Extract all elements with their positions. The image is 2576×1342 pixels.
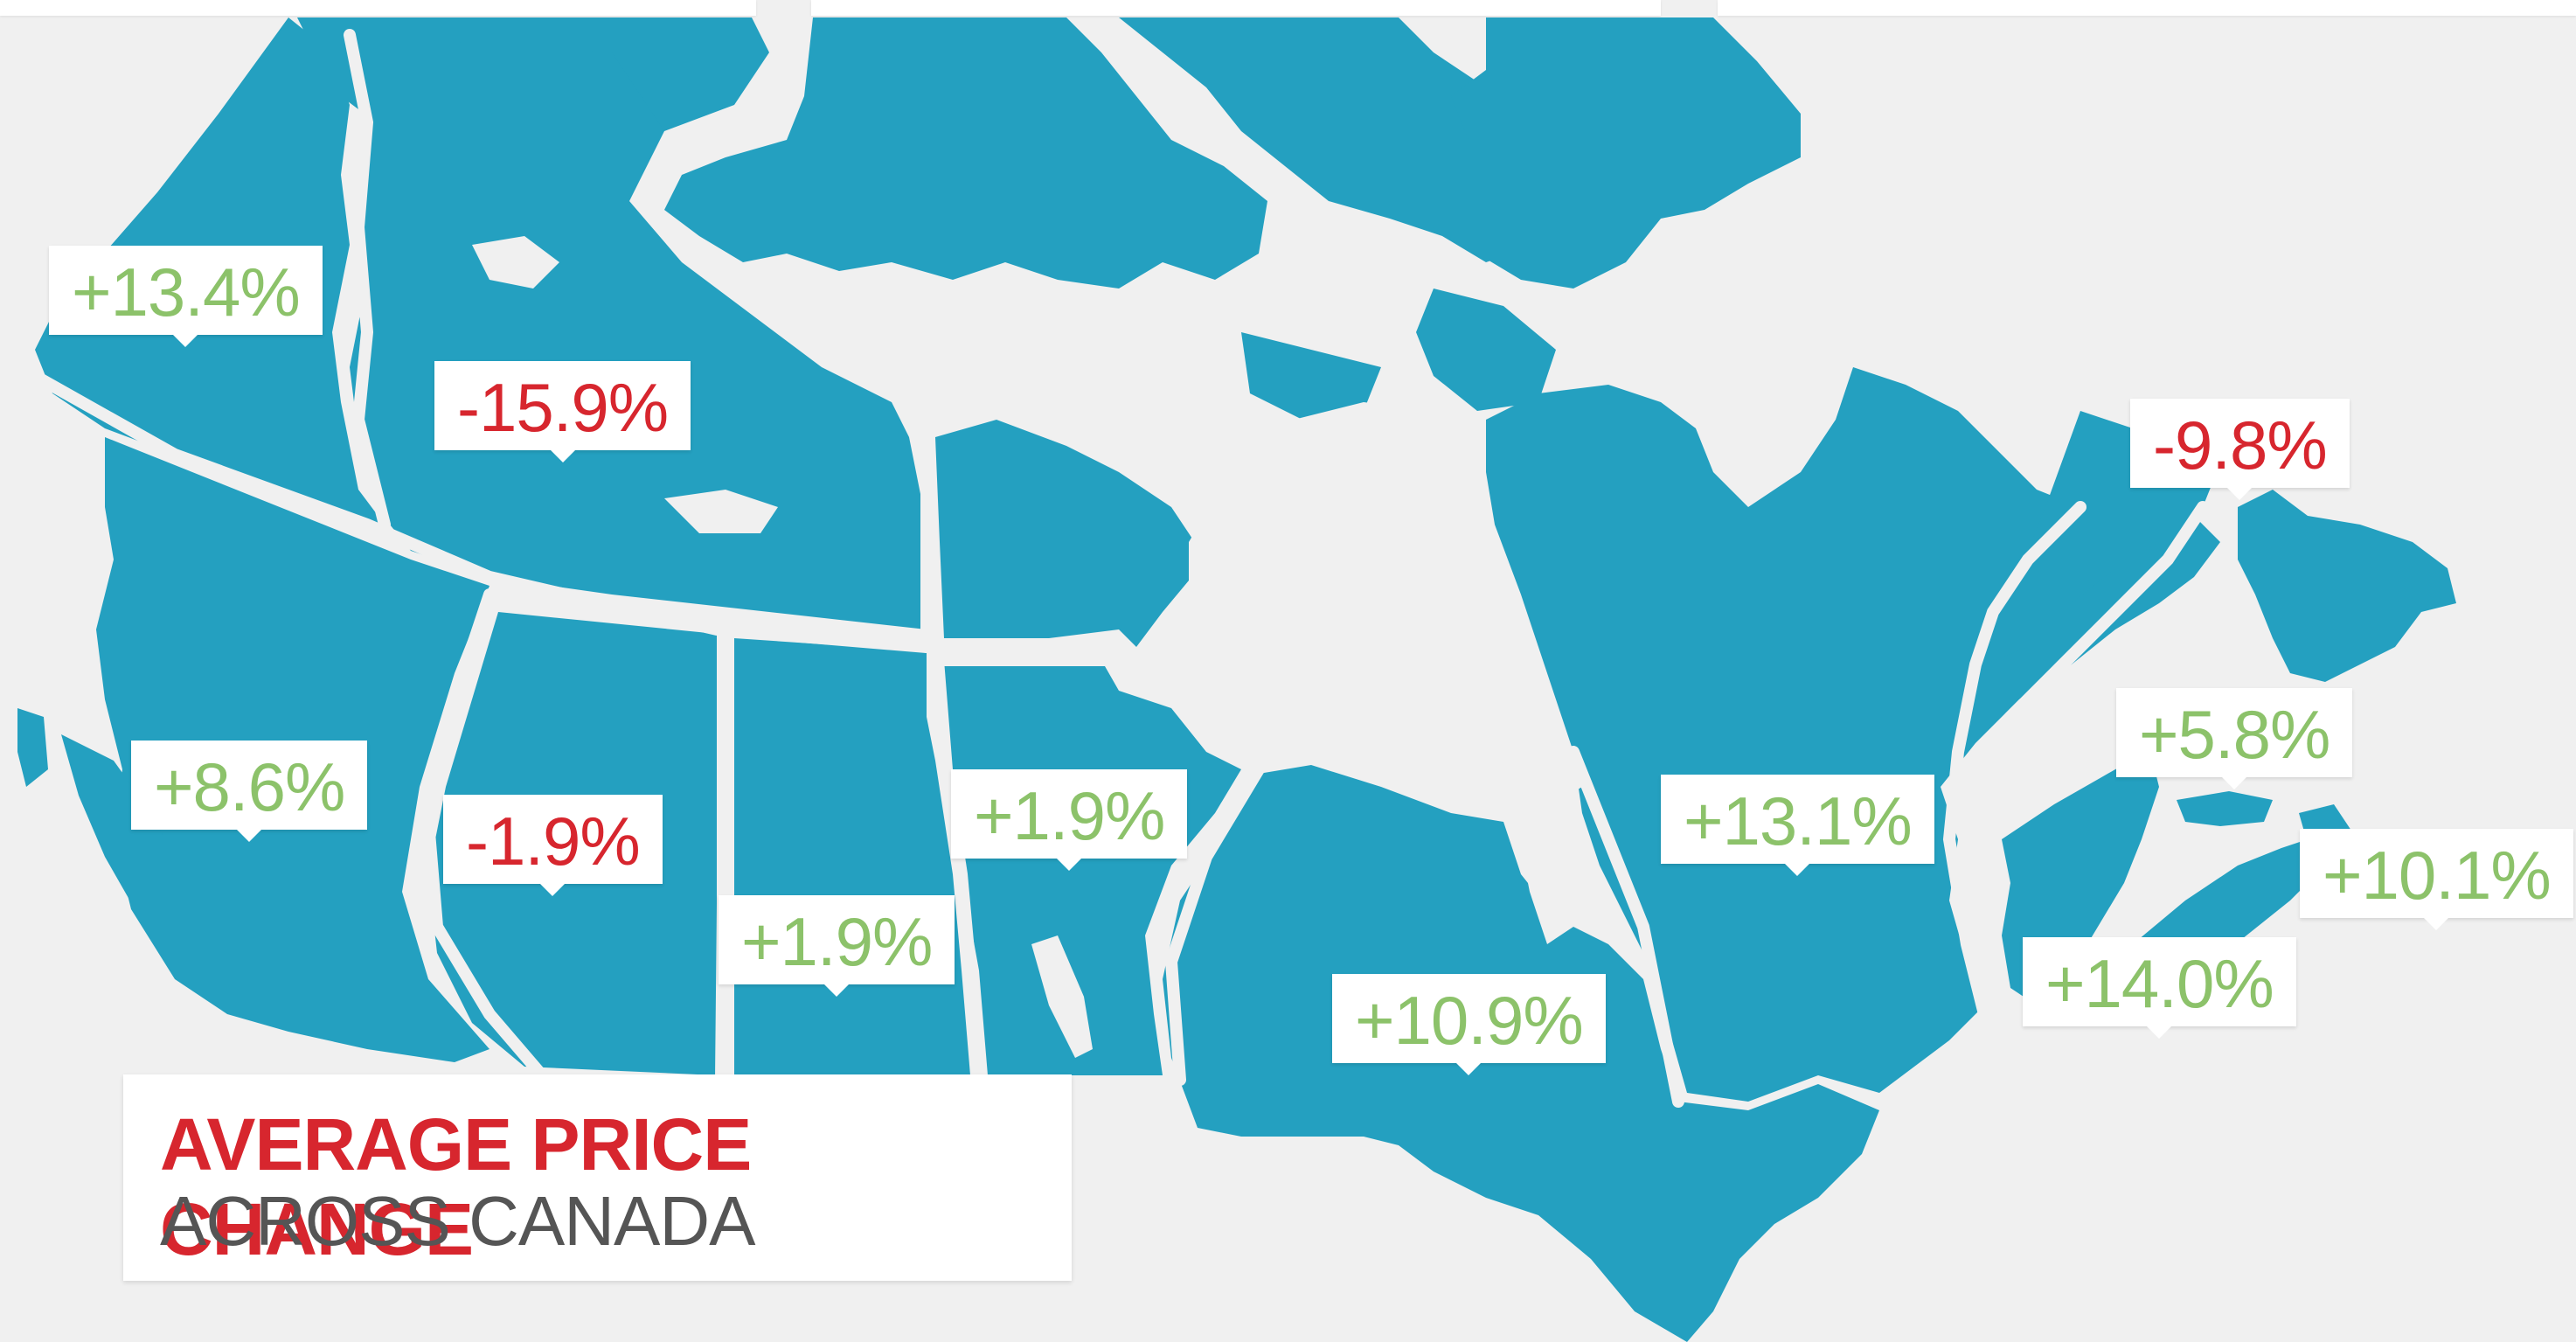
callout-northwest-territories: -15.9% — [434, 361, 691, 462]
map-subtitle: ACROSS CANADA — [160, 1182, 755, 1260]
james-bay — [1512, 804, 1582, 944]
northwest-territories-region — [350, 35, 927, 629]
callout-new-brunswick: +14.0% — [2023, 937, 2296, 1039]
border-line — [344, 29, 391, 531]
hudson-island — [1241, 332, 1381, 420]
top-card-right — [1718, 0, 2576, 16]
callout-ontario: +10.9% — [1332, 974, 1606, 1075]
manitoba-region — [944, 660, 1241, 1075]
prince-edward-island-region — [2177, 791, 2273, 826]
callout-british-columbia: +8.6% — [131, 741, 368, 842]
border-line — [715, 632, 732, 1086]
great-bear-lake — [472, 236, 559, 289]
great-slave-lake — [664, 490, 778, 533]
title-card: AVERAGE PRICE CHANGE ACROSS CANADA — [123, 1074, 1072, 1281]
callout-newfoundland-and-labrador: -9.8% — [2130, 399, 2350, 500]
provincial-borders — [29, 29, 2209, 1108]
callout-alberta: -1.9% — [443, 795, 663, 896]
newfoundland-island — [2238, 490, 2456, 682]
nunavut-mainland — [935, 420, 1206, 647]
top-card-middle — [811, 0, 1661, 16]
callout-saskatchewan: +1.9% — [719, 895, 955, 997]
hudson-bay — [1189, 402, 1582, 813]
callout-nova-scotia: +10.1% — [2300, 829, 2573, 930]
border-line — [1567, 746, 1684, 1108]
baffin-island — [1434, 17, 1801, 289]
border-line — [29, 370, 933, 653]
vancouver-island — [61, 734, 201, 953]
border-line — [421, 588, 548, 1081]
arctic-island — [664, 17, 1267, 289]
callout-prince-edward-island: +5.8% — [2116, 688, 2353, 789]
border-line — [929, 650, 985, 1086]
map-title: AVERAGE PRICE CHANGE — [160, 1103, 752, 1270]
border-line — [1961, 501, 2209, 775]
callout-yukon: +13.4% — [49, 246, 323, 347]
baffin-island-south — [1416, 289, 1556, 411]
callout-manitoba: +1.9% — [951, 769, 1188, 871]
callout-quebec: +13.1% — [1661, 775, 1934, 876]
border-line — [1942, 501, 2086, 1020]
water-bodies — [472, 236, 1582, 1058]
lake-winnipeg — [1031, 935, 1093, 1058]
haida-gwaii — [17, 708, 48, 787]
border-line — [1164, 763, 1265, 1086]
top-card-left — [0, 0, 756, 16]
